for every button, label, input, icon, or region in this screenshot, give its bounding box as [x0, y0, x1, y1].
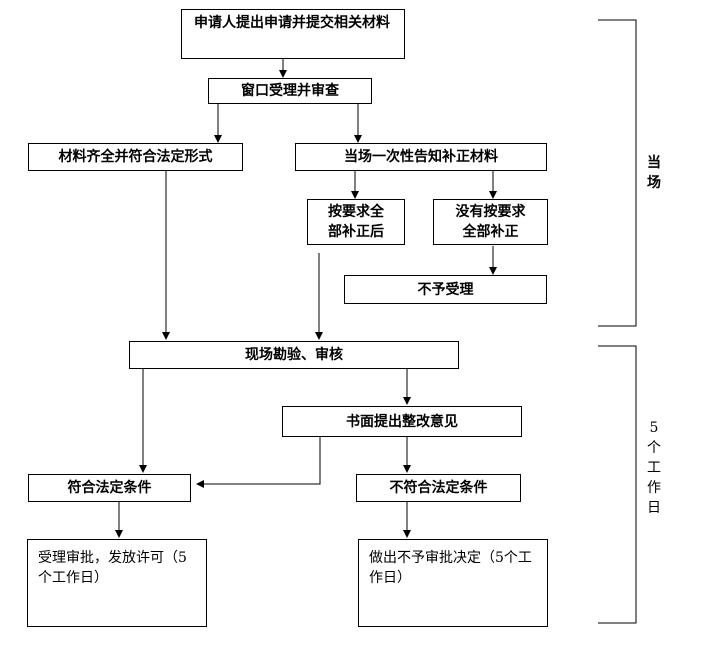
arrow-rectify-to-meets — [196, 437, 321, 488]
materials-complete-box: 材料齐全并符合法定形式 — [28, 143, 243, 171]
approve-box: 受理审批，发放许可（5个工作日） — [27, 539, 207, 627]
deny-box: 做出不予审批决定（5个工作日） — [358, 539, 548, 627]
side-label-on-spot: 当场 — [647, 155, 661, 191]
apply-box: 申请人提出申请并提交相关材料 — [181, 9, 405, 59]
supplemented-box: 按要求全部补正后 — [307, 199, 405, 245]
window-review-box: 窗口受理并审查 — [208, 78, 372, 104]
not-meets-conditions-box: 不符合法定条件 — [356, 474, 521, 502]
side-label-five-days: 5个工作日 — [647, 420, 661, 516]
not-supplemented-box: 没有按要求全部补正 — [433, 199, 548, 245]
meets-conditions-box: 符合法定条件 — [28, 474, 191, 502]
reject-box: 不予受理 — [344, 275, 547, 304]
bracket-on-spot — [598, 19, 637, 327]
bracket-five-days — [598, 345, 637, 624]
notify-supplement-box: 当场一次性告知补正材料 — [295, 143, 547, 171]
written-rectify-box: 书面提出整改意见 — [282, 406, 522, 437]
site-inspection-box: 现场勘验、审核 — [129, 341, 459, 369]
